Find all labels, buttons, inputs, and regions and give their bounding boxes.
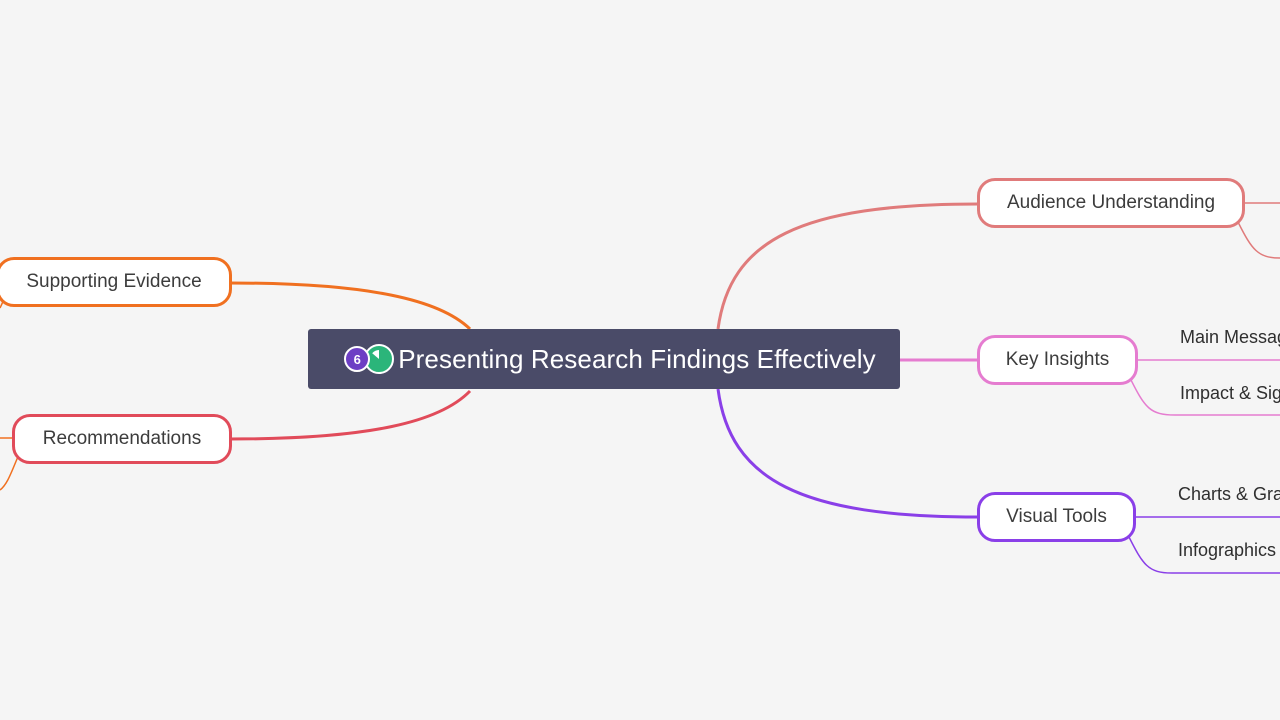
central-topic[interactable]: 6 Presenting Research Findings Effective… — [308, 329, 900, 389]
central-topic-title: Presenting Research Findings Effectively — [398, 343, 876, 374]
branch-recommendations[interactable]: Recommendations — [12, 414, 232, 464]
branch-label: Audience Understanding — [1006, 192, 1216, 213]
connector-visual-tools — [716, 388, 979, 519]
connector-audience-sub-2 — [1237, 221, 1280, 259]
connector-recommendations — [229, 389, 472, 441]
child-count-badge[interactable]: 6 — [344, 346, 371, 372]
branch-audience-understanding[interactable]: Audience Understanding — [977, 178, 1245, 228]
connector-audience — [716, 202, 979, 330]
branch-label: Supporting Evidence — [26, 271, 202, 292]
leaf-main-message[interactable]: Main Messag — [1180, 327, 1280, 347]
branch-key-insights[interactable]: Key Insights — [977, 335, 1138, 385]
connector-supporting-evidence — [229, 281, 472, 331]
branch-label: Recommendations — [42, 428, 202, 449]
branch-visual-tools[interactable]: Visual Tools — [977, 492, 1136, 542]
leaf-infographics[interactable]: Infographics — [1178, 540, 1277, 560]
connector-infographics — [1127, 534, 1280, 574]
leaf-impact-significance[interactable]: Impact & Sig — [1180, 383, 1280, 403]
branch-label: Visual Tools — [1006, 506, 1107, 527]
leaf-charts-graphs[interactable]: Charts & Gra — [1178, 484, 1280, 504]
branch-supporting-evidence[interactable]: Supporting Evidence — [0, 257, 232, 307]
branch-label: Key Insights — [1005, 349, 1110, 370]
topic-badges: 6 — [344, 344, 395, 374]
connector-impact — [1129, 377, 1280, 416]
